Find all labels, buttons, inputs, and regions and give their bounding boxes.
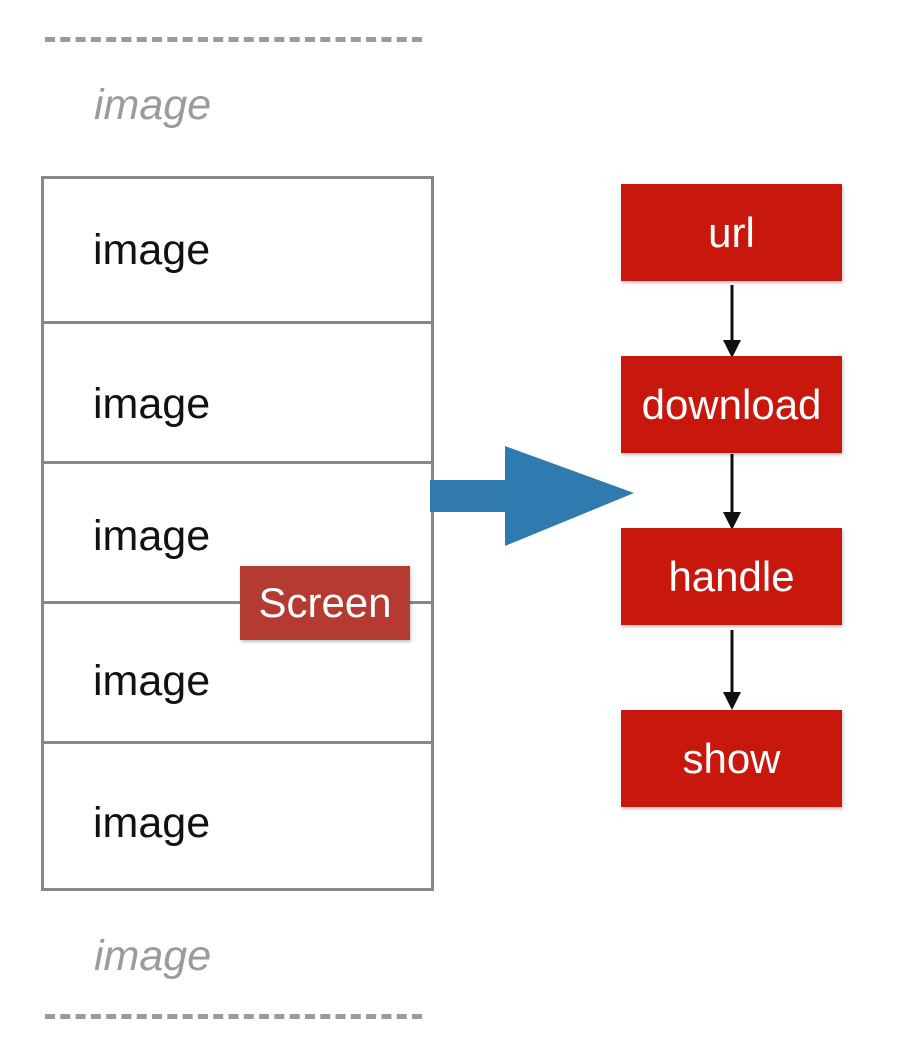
arrowhead-icon	[723, 692, 741, 710]
image-list	[41, 176, 434, 891]
offscreen-image-label-top: image	[94, 81, 212, 129]
list-item: image	[93, 226, 211, 274]
offscreen-image-label-bottom: image	[94, 932, 212, 980]
flow-arrow	[430, 446, 634, 546]
list-item: image	[93, 657, 211, 705]
list-item: image	[93, 799, 211, 847]
row-divider	[44, 321, 431, 324]
right-arrow-icon	[430, 446, 634, 546]
list-item: image	[93, 380, 211, 428]
arrowhead-icon	[723, 340, 741, 358]
step-download: download	[621, 356, 842, 453]
screen-badge: Screen	[240, 566, 410, 640]
arrowhead-icon	[723, 512, 741, 530]
top-dashed-boundary	[45, 37, 422, 42]
step-show: show	[621, 710, 842, 807]
row-divider	[44, 461, 431, 464]
step-url: url	[621, 184, 842, 281]
list-item: image	[93, 512, 211, 560]
row-divider	[44, 601, 431, 604]
bottom-dashed-boundary	[45, 1014, 422, 1019]
step-handle: handle	[621, 528, 842, 625]
row-divider	[44, 741, 431, 744]
